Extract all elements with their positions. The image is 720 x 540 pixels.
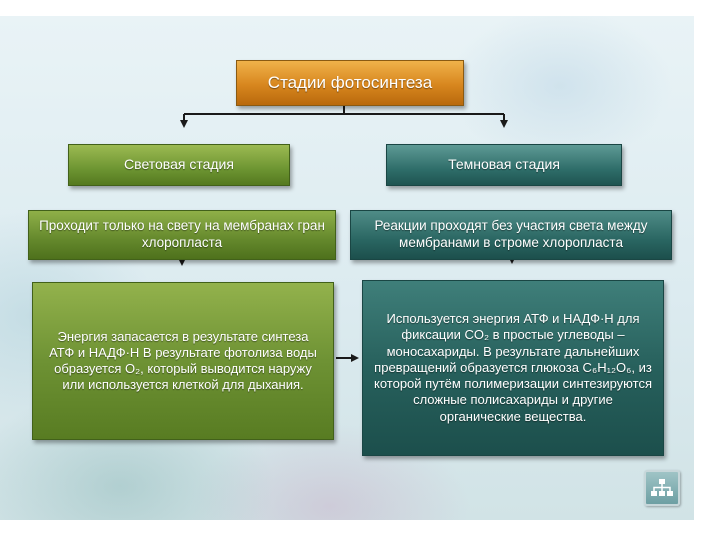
- light-stage-heading-text: Световая стадия: [124, 156, 234, 173]
- dark-stage-heading: Темновая стадия: [386, 144, 622, 186]
- light-stage-heading: Световая стадия: [68, 144, 290, 186]
- light-stage-location-text: Проходит только на свету на мембранах гр…: [39, 218, 325, 250]
- diagram-title-text: Стадии фотосинтеза: [267, 73, 433, 93]
- hierarchy-icon: [651, 479, 673, 496]
- dark-stage-description-text: Используется энергия АТФ и НАДФ·Н для фи…: [374, 311, 652, 424]
- slide: Стадии фотосинтеза Световая стадия Темно…: [0, 16, 694, 520]
- light-stage-description: Энергия запасается в результате синтеза …: [32, 282, 334, 440]
- dark-stage-description: Используется энергия АТФ и НАДФ·Н для фи…: [362, 280, 664, 456]
- diagram-title: Стадии фотосинтеза: [236, 60, 464, 106]
- light-stage-description-text: Энергия запасается в результате синтеза …: [49, 328, 317, 393]
- hierarchy-nav-button[interactable]: [644, 470, 680, 506]
- dark-stage-location: Реакции проходят без участия света между…: [350, 210, 672, 260]
- dark-stage-heading-text: Темновая стадия: [448, 156, 560, 173]
- dark-stage-location-text: Реакции проходят без участия света между…: [374, 218, 648, 250]
- light-stage-location: Проходит только на свету на мембранах гр…: [28, 210, 336, 260]
